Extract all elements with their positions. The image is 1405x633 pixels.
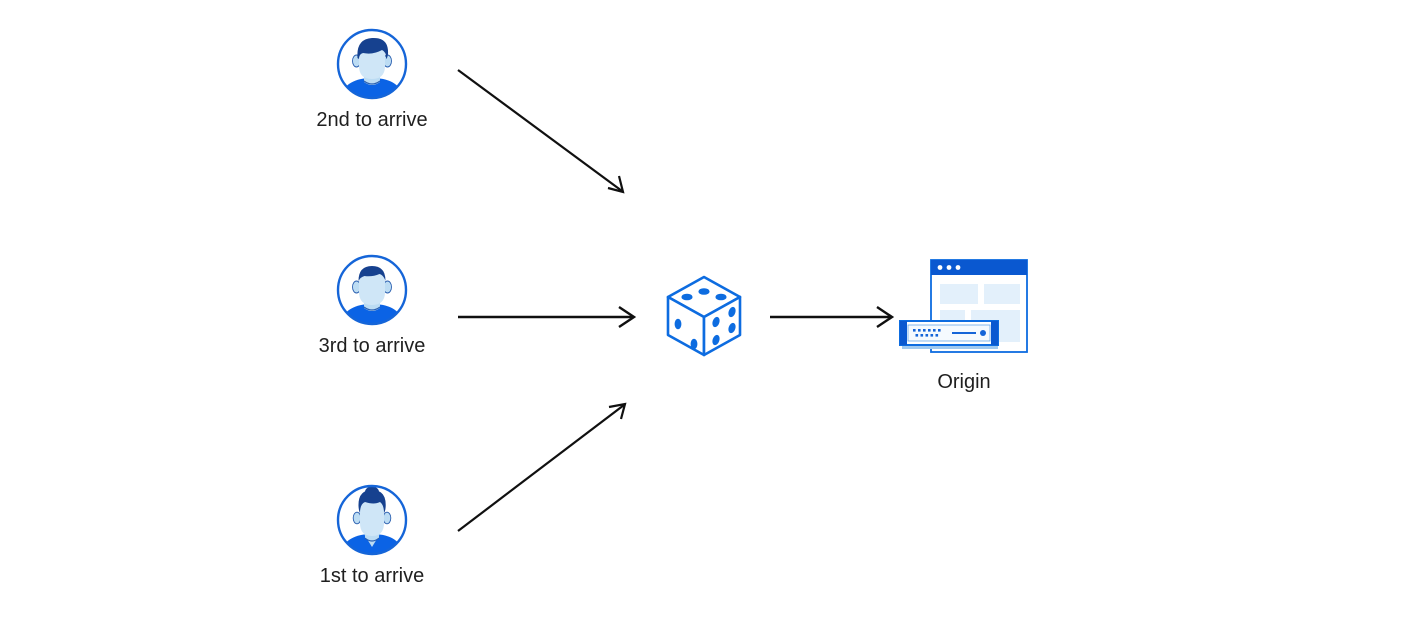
dice-cube-icon [666, 275, 742, 357]
arrow-dice-to-origin [770, 306, 895, 328]
origin-label: Origin [937, 371, 991, 393]
content-panel [984, 284, 1020, 304]
randomizer-node[interactable] [662, 272, 746, 360]
user-avatar-icon [336, 254, 408, 326]
visitor-label-1st: 1st to arrive [319, 565, 425, 587]
content-panel [940, 284, 978, 304]
visitor-node-3rd[interactable]: 3rd to arrive [319, 252, 425, 357]
visitor-node-2nd[interactable]: 2nd to arrive [316, 26, 428, 131]
arrow-2nd-to-dice [457, 69, 625, 194]
dice-pips-top [681, 288, 727, 301]
window-dot [937, 265, 943, 270]
user-avatar-icon [336, 484, 408, 556]
origin-server-icon [899, 259, 1028, 353]
visitor-label-2nd: 2nd to arrive [316, 109, 428, 131]
dice-pips-right [712, 306, 736, 346]
window-dot [955, 265, 961, 270]
window-dot [946, 265, 952, 270]
server-led [980, 330, 986, 336]
user-avatar-icon [336, 28, 408, 100]
server-vents [913, 329, 941, 337]
server-device-icon [899, 320, 999, 349]
dice-pips-left [674, 318, 698, 350]
arrow-3rd-to-dice [458, 306, 637, 328]
visitor-label-3rd: 3rd to arrive [318, 335, 426, 357]
origin-node[interactable]: Origin [896, 258, 1036, 393]
visitor-node-1st[interactable]: 1st to arrive [320, 482, 424, 587]
arrow-1st-to-dice [457, 402, 627, 532]
